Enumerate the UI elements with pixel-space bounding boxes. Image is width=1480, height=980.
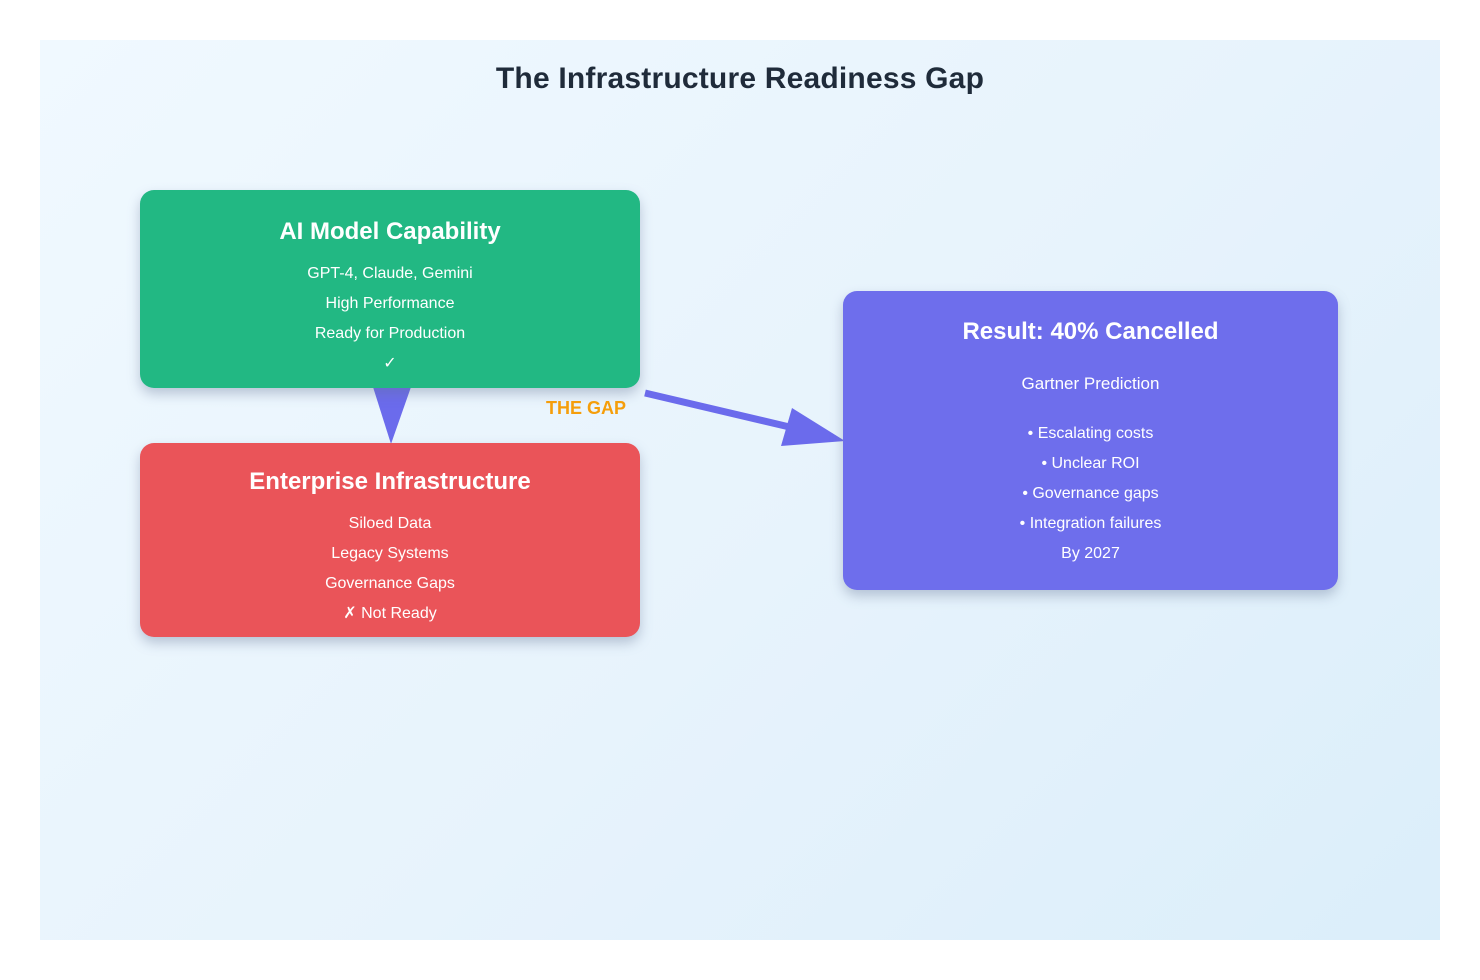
cross-not-ready-line: ✗ Not Ready — [343, 605, 437, 622]
bullet-line: • Escalating costs — [1027, 425, 1154, 442]
bullet-line: • Governance gaps — [1022, 485, 1159, 502]
gap-label: THE GAP — [545, 398, 626, 418]
card-line: Governance Gaps — [325, 575, 455, 592]
page-title: The Infrastructure Readiness Gap — [495, 62, 985, 95]
card-line: GPT-4, Claude, Gemini — [307, 265, 473, 282]
card-title-ai-model-capability: AI Model Capability — [279, 218, 501, 245]
check-icon: ✓ — [383, 355, 397, 372]
card-line: Ready for Production — [314, 325, 466, 342]
card-line: High Performance — [325, 295, 455, 312]
card-lines: • Escalating costs • Unclear ROI • Gover… — [843, 419, 1338, 569]
card-line: Legacy Systems — [331, 545, 449, 562]
card-lines: Siloed Data Legacy Systems Governance Ga… — [140, 509, 640, 629]
footer-line-by-2027: By 2027 — [1061, 545, 1120, 562]
card-ai-model-capability: AI Model Capability GPT-4, Claude, Gemin… — [140, 190, 640, 388]
card-line: Siloed Data — [348, 515, 432, 532]
card-title-enterprise-infrastructure: Enterprise Infrastructure — [249, 468, 531, 495]
card-result-cancelled: Result: 40% Cancelled Gartner Prediction… — [843, 291, 1338, 590]
bullet-line: • Integration failures — [1019, 515, 1162, 532]
bullet-line: • Unclear ROI — [1041, 455, 1140, 472]
card-title-result-cancelled: Result: 40% Cancelled — [962, 318, 1219, 345]
card-lines: GPT-4, Claude, Gemini High Performance R… — [140, 259, 640, 379]
card-enterprise-infrastructure: Enterprise Infrastructure Siloed Data Le… — [140, 443, 640, 637]
card-subtitle-gartner-prediction: Gartner Prediction — [1021, 374, 1160, 393]
